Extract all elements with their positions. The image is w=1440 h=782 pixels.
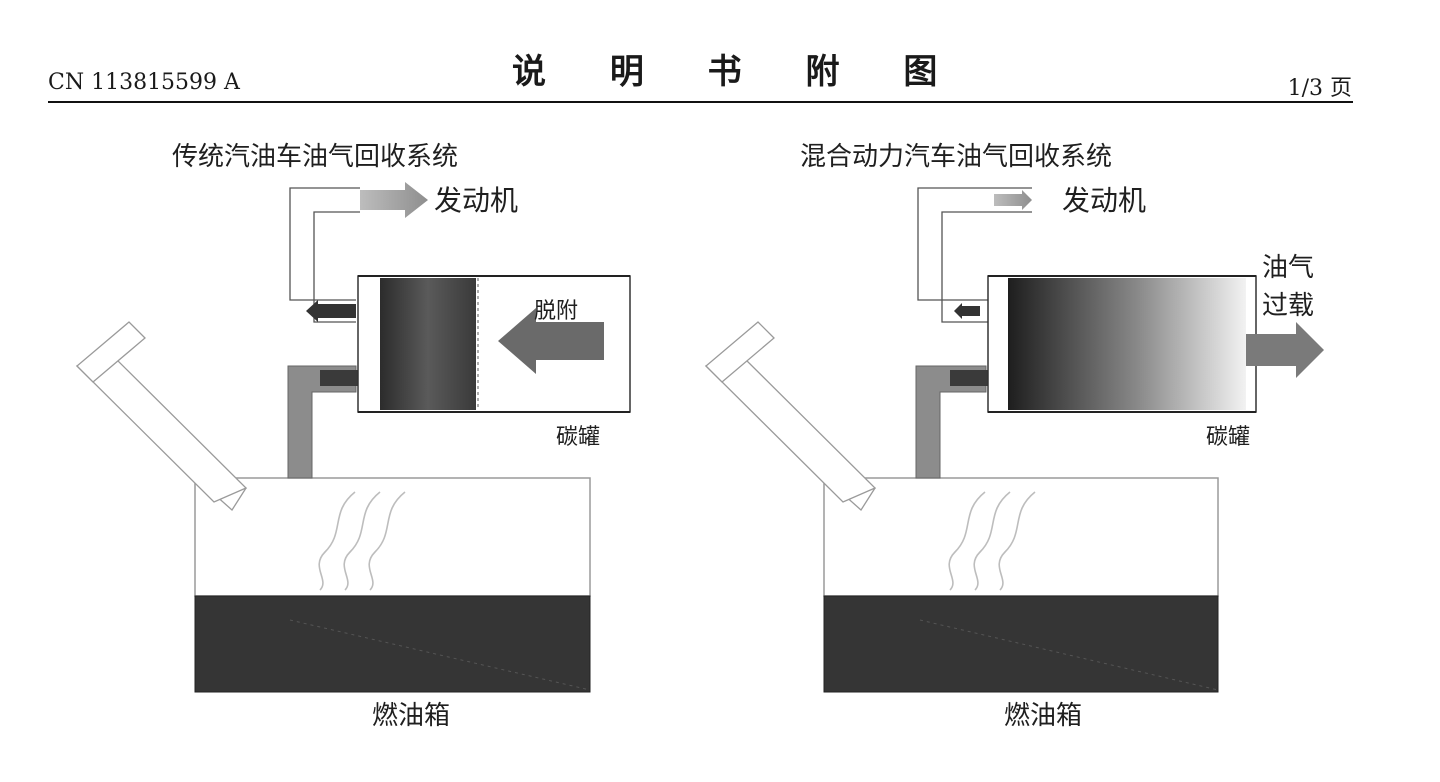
traditional-system-diagram: 传统汽油车油气回收系统 发动机 脱附 — [75, 142, 631, 731]
diagram-title: 传统汽油车油气回收系统 — [172, 142, 458, 172]
engine-flow-arrow — [360, 182, 428, 218]
fuel-tank-vapor-space — [823, 477, 1219, 597]
publication-number: CN 113815599 A — [48, 70, 240, 95]
outflow-arrow — [954, 303, 980, 319]
tank-label: 燃油箱 — [372, 701, 450, 731]
fuel-liquid — [823, 595, 1219, 693]
purge-pipe — [289, 187, 360, 323]
header-rule — [48, 101, 1353, 103]
overload-arrow — [1246, 322, 1324, 378]
page-number: 1/3 页 — [1287, 76, 1352, 101]
engine-flow-arrow — [994, 190, 1032, 210]
carbon-bed — [380, 278, 476, 410]
outflow-arrow — [306, 300, 356, 322]
tank-label: 燃油箱 — [1004, 701, 1082, 731]
purge-pipe — [917, 187, 1032, 323]
canister-label: 碳罐 — [556, 425, 600, 450]
vapor-waves — [318, 491, 406, 591]
vapor-inlet-pipe — [287, 365, 357, 479]
desorb-label: 脱附 — [534, 299, 578, 324]
overload-label-line1: 油气 — [1262, 253, 1314, 283]
fuel-shading — [289, 619, 591, 691]
filler-neck — [75, 321, 248, 511]
diagram-title: 混合动力汽车油气回收系统 — [800, 142, 1112, 172]
engine-label: 发动机 — [1062, 184, 1146, 217]
engine-label: 发动机 — [434, 184, 518, 217]
vapor-inlet-pipe — [915, 365, 987, 479]
desorb-arrow — [498, 308, 604, 374]
overload-label-line2: 过载 — [1262, 291, 1314, 321]
vapor-waves — [948, 491, 1036, 591]
filler-neck — [704, 321, 877, 511]
carbon-bed — [1008, 278, 1246, 410]
section-title: 说 明 书 附 图 — [512, 52, 964, 92]
fuel-shading — [919, 619, 1219, 691]
fuel-tank-vapor-space — [194, 477, 591, 597]
hybrid-system-diagram: 混合动力汽车油气回收系统 发动机 油气 过载 碳罐 燃油箱 — [704, 142, 1324, 731]
canister-label: 碳罐 — [1206, 425, 1250, 450]
